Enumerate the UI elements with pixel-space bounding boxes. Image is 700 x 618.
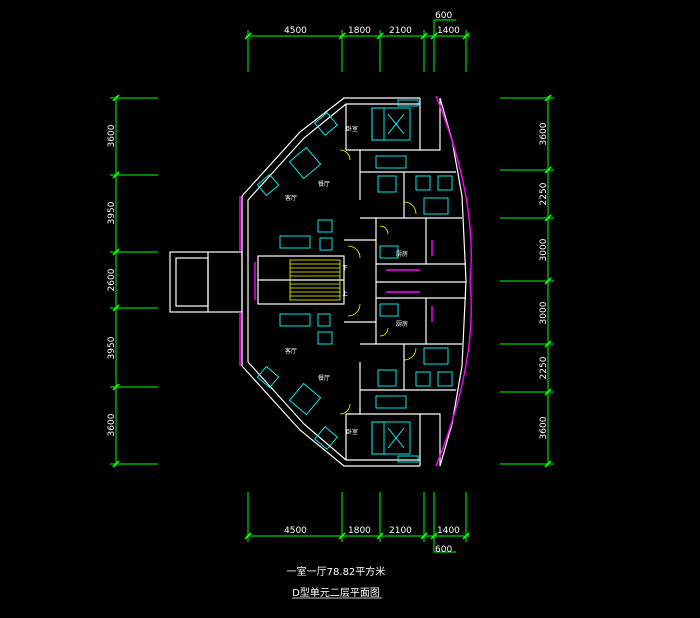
room-label-living-bottom: 客厅 [285, 347, 297, 355]
caption-title: D型单元二层平面图 [292, 586, 380, 599]
stair [289, 149, 417, 415]
dim-left-1: 3600 [107, 124, 117, 147]
dim-bottom-1: 4500 [284, 526, 307, 536]
room-label-kitchen-bottom: 厨房 [396, 320, 408, 328]
room-label-living-top: 客厅 [285, 194, 297, 202]
dim-left-2: 3950 [107, 201, 117, 224]
dim-bottom-5: 600 [435, 545, 452, 555]
dim-top-5: 1400 [437, 26, 460, 36]
dimension-labels-left: 3600 3950 2600 3950 3600 [107, 124, 117, 436]
dim-right-3: 3000 [539, 238, 549, 261]
window-arcs [239, 95, 472, 467]
dimension-labels-bottom: 4500 1800 2100 1400 600 [284, 526, 460, 555]
dim-right-5: 2250 [539, 356, 549, 379]
dim-bottom-4: 1400 [437, 526, 460, 536]
dim-top-4: 600 [435, 11, 452, 21]
dim-bottom-3: 2100 [389, 526, 412, 536]
stair-up-label: 上 [342, 290, 348, 298]
room-label-kitchen-top: 厨房 [396, 250, 408, 258]
dim-right-1: 3600 [539, 122, 549, 145]
furniture [256, 99, 453, 463]
dim-left-4: 3950 [107, 336, 117, 359]
dimension-labels-top: 4500 1800 2100 600 1400 [284, 11, 460, 36]
room-label-dining-bottom: 餐厅 [318, 374, 330, 382]
dim-left-3: 2600 [107, 268, 117, 291]
stair-down-label: 下 [342, 265, 348, 272]
dimension-labels-right: 3600 2250 3000 3000 2250 3600 [539, 122, 549, 439]
dim-right-6: 3600 [539, 416, 549, 439]
dim-right-4: 3000 [539, 301, 549, 324]
walls [169, 97, 467, 467]
dim-top-2: 1800 [348, 26, 371, 36]
dimension-ticks [112, 32, 552, 540]
room-labels: 卧室 餐厅 客厅 厨房 下 上 厨房 客厅 餐厅 卧室 [285, 125, 408, 436]
room-label-bedroom-top: 卧室 [346, 125, 358, 133]
dim-right-2: 2250 [539, 182, 549, 205]
dim-top-1: 4500 [284, 26, 307, 36]
dim-bottom-2: 1800 [348, 526, 371, 536]
caption-area: 一室一厅78.82平方米 [287, 565, 386, 578]
room-label-dining-top: 餐厅 [318, 180, 330, 188]
dim-top-3: 2100 [389, 26, 412, 36]
room-label-bedroom-bottom: 卧室 [346, 428, 358, 436]
dimension-lines [110, 19, 554, 553]
dim-left-5: 3600 [107, 413, 117, 436]
